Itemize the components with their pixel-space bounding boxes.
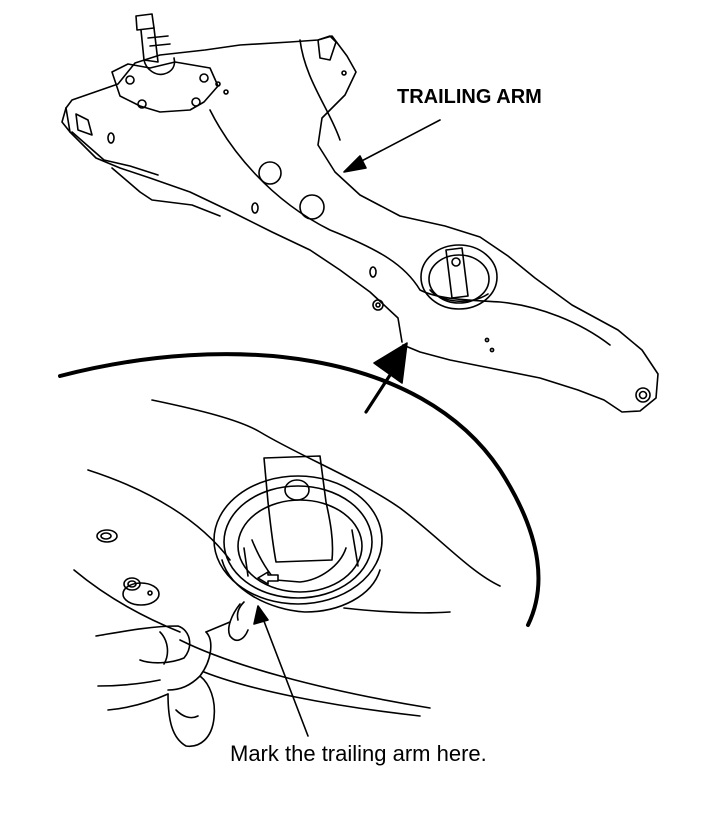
instruction-caption: Mark the trailing arm here. [230, 741, 487, 766]
bushing-detail [73, 399, 501, 737]
trailing-arm-label: TRAILING ARM [397, 86, 542, 108]
magnify-arrow [364, 342, 408, 414]
trailing-arm-leader [343, 119, 441, 173]
trailing-arm-body [61, 13, 659, 413]
hand-with-marker [95, 601, 249, 747]
detail-callout-arc [58, 352, 541, 627]
